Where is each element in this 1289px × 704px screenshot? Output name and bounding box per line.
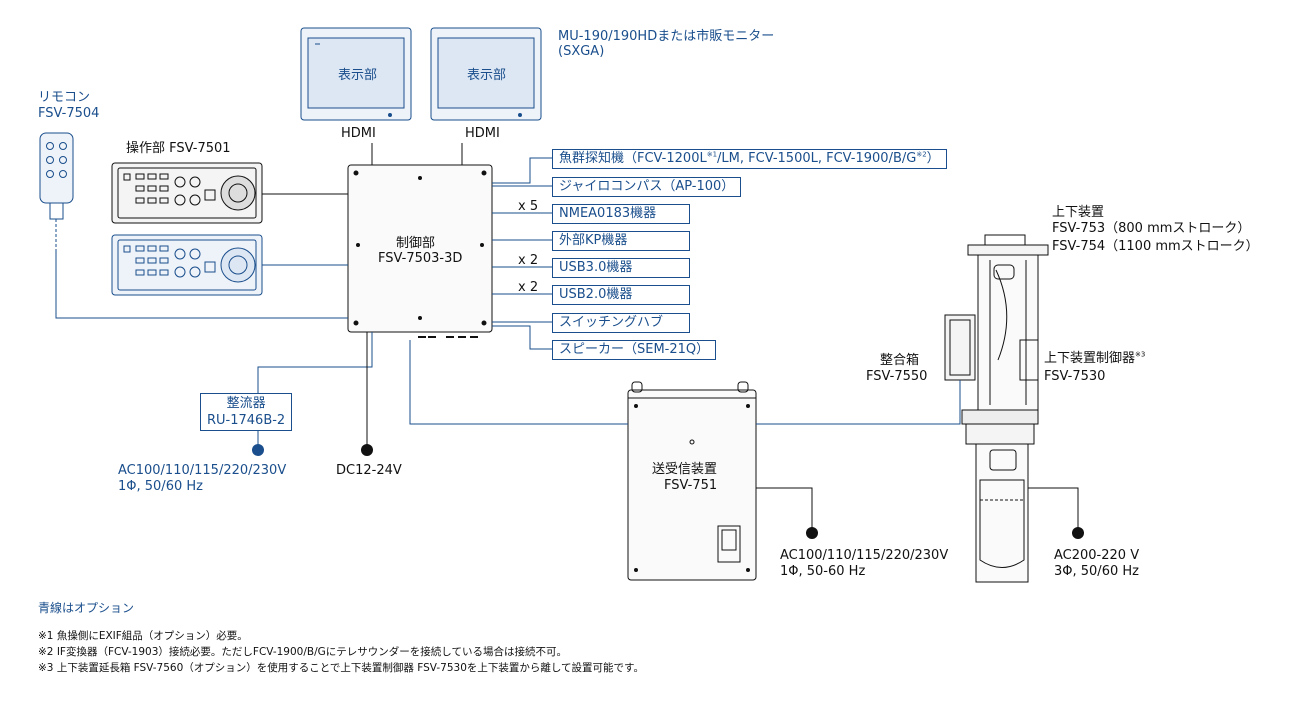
transceiver-power: AC100/110/115/220/230V [780, 548, 949, 563]
control-unit-name: 制御部 [396, 236, 436, 251]
control-unit-illustration [347, 164, 493, 338]
hoist-model-1: FSV-753（800 mmストローク） [1052, 221, 1251, 236]
nmea-multiplier: x 5 [518, 199, 539, 214]
transceiver-power-phase: 1Φ, 50-60 Hz [780, 564, 866, 579]
hoist-model-2: FSV-754（1100 mmストローク） [1052, 239, 1259, 254]
remote-illustration [39, 132, 74, 250]
rectifier-power-phase: 1Φ, 50/60 Hz [118, 479, 203, 494]
transceiver-power-terminal [806, 527, 818, 539]
hoist-controller-sup: ※3 [1135, 350, 1146, 359]
operation-unit-title: 操作部 FSV-7501 [126, 141, 231, 156]
rectifier-model: RU-1746B-2 [207, 413, 286, 428]
usb3-multiplier: x 2 [518, 253, 539, 268]
footnote-3: ※3 上下装置延長箱 FSV-7560（オプション）を使用することで上下装置制御… [38, 662, 645, 674]
operation-unit-option-illustration [111, 234, 263, 296]
fish-finder-sup1: ※1 [706, 150, 718, 159]
footnote-1: ※1 魚操側にEXIF組品（オプション）必要。 [38, 630, 248, 642]
gyro-box: ジャイロコンパス（AP-100） [552, 177, 742, 197]
usb2-multiplier: x 2 [518, 280, 539, 295]
usb2-box: USB2.0機器 [552, 285, 690, 305]
hoist-title: 上下装置 [1052, 205, 1105, 220]
fish-finder-label-b: /LM, FCV-1500L, FCV-1900/B/G [717, 151, 917, 166]
rectifier-power-terminal [252, 444, 264, 456]
junction-model: FSV-7550 [866, 369, 928, 384]
hoist-power-terminal [1072, 527, 1084, 539]
transceiver-illustration [627, 381, 757, 581]
speaker-box: スピーカー（SEM-21Q） [552, 340, 717, 360]
option-line-legend: 青線はオプション [38, 601, 135, 615]
footnote-2: ※2 IF変換器（FCV-1903）接続必要。ただしFCV-1900/B/Gにテ… [38, 646, 567, 658]
fish-finder-label-a: 魚群探知機（FCV-1200L [559, 151, 707, 166]
monitor-1-illustration [300, 27, 412, 121]
monitor-1-label: 表示部 [338, 68, 378, 83]
remote-model: FSV-7504 [38, 106, 100, 121]
rectifier-box: 整流器 RU-1746B-2 [200, 393, 293, 431]
hoist-illustration [944, 234, 1049, 583]
hoist-controller-model: FSV-7530 [1044, 369, 1106, 384]
transceiver-model: FSV-751 [664, 478, 718, 493]
hoist-power: AC200-220 V [1054, 548, 1140, 563]
monitor-model: MU-190/190HDまたは市販モニター [558, 29, 775, 44]
operation-unit-illustration [111, 162, 263, 224]
fish-finder-sup2: ※2 [916, 150, 927, 159]
control-unit-model: FSV-7503-3D [378, 251, 463, 266]
hdmi-1-label: HDMI [341, 126, 376, 141]
monitor-2-illustration [430, 27, 542, 121]
hdmi-2-label: HDMI [465, 126, 500, 141]
remote-name: リモコン [38, 90, 91, 105]
kp-box: 外部KP機器 [552, 231, 690, 251]
nmea-box: NMEA0183機器 [552, 204, 690, 224]
hub-box: スイッチングハブ [552, 313, 690, 333]
hoist-power-phase: 3Φ, 50/60 Hz [1054, 564, 1139, 579]
hoist-controller-label: 上下装置制御器 [1044, 351, 1136, 366]
fish-finder-box: 魚群探知機（FCV-1200L※1/LM, FCV-1500L, FCV-190… [552, 149, 947, 169]
dc-power: DC12-24V [336, 463, 402, 478]
junction-name: 整合箱 [880, 353, 920, 368]
rectifier-name: 整流器 [226, 396, 266, 411]
transceiver-name: 送受信装置 [652, 462, 718, 477]
monitor-model-sub: (SXGA) [558, 44, 605, 59]
dc-power-terminal [361, 444, 373, 456]
fish-finder-label-c: ） [926, 151, 940, 166]
monitor-2-label: 表示部 [467, 68, 507, 83]
rectifier-power: AC100/110/115/220/230V [118, 463, 287, 478]
hoist-controller-name: 上下装置制御器※3 [1044, 351, 1145, 366]
usb3-box: USB3.0機器 [552, 258, 690, 278]
